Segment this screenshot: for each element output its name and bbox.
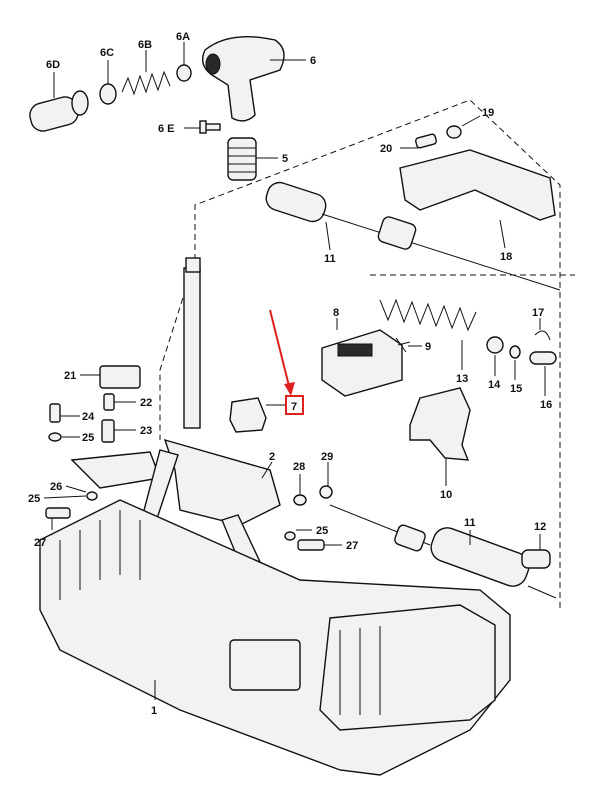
part-6d xyxy=(29,90,89,132)
label-24: 24 xyxy=(82,411,95,423)
label-25a: 25 xyxy=(82,432,94,444)
label-17: 17 xyxy=(532,307,544,319)
part-19-washer xyxy=(446,125,462,139)
label-6a: 6A xyxy=(176,31,190,43)
part-23-spacer xyxy=(101,419,115,443)
label-6b: 6B xyxy=(138,39,152,51)
label-15: 15 xyxy=(510,383,522,395)
part-20-bolt xyxy=(415,133,437,149)
part-9-screw xyxy=(395,337,411,353)
part-10-detent-plate xyxy=(409,387,471,461)
part-18-bracket xyxy=(399,149,556,221)
part-2-mechanism xyxy=(163,438,281,526)
label-1: 1 xyxy=(151,705,157,717)
part-6e-screw xyxy=(199,120,221,134)
label-8: 8 xyxy=(333,307,339,319)
label-7: 7 xyxy=(291,401,297,413)
highlight-annotation xyxy=(269,309,304,415)
part-labels: 6D 6C 6B 6A 6 6 E 5 19 20 11 18 8 9 17 1… xyxy=(28,31,552,717)
label-6c: 6C xyxy=(100,47,114,59)
part-6a xyxy=(176,64,192,82)
label-10: 10 xyxy=(440,489,452,501)
label-27b: 27 xyxy=(346,540,358,552)
part-15-washer xyxy=(509,345,521,359)
label-21: 21 xyxy=(64,370,76,382)
label-2: 2 xyxy=(269,451,275,463)
label-26: 26 xyxy=(50,481,62,493)
part-28-washer xyxy=(293,494,307,506)
label-6d: 6D xyxy=(46,59,60,71)
assembly-outline xyxy=(159,99,575,610)
highlight-box xyxy=(285,395,304,415)
part-11-upper-rod xyxy=(265,181,561,291)
part-11-lower-rod xyxy=(329,504,557,599)
label-11b: 11 xyxy=(464,517,476,529)
label-13: 13 xyxy=(456,373,468,385)
label-5: 5 xyxy=(282,153,288,165)
label-16: 16 xyxy=(540,399,552,411)
part-27a-bolt xyxy=(45,507,71,519)
label-6e: 6 E xyxy=(158,123,175,135)
label-25b: 25 xyxy=(28,493,40,505)
label-6: 6 xyxy=(310,55,316,67)
part-22-pin xyxy=(103,393,115,411)
part-5-boot xyxy=(227,137,257,181)
part-27b-bolt xyxy=(297,539,325,551)
part-6c xyxy=(99,83,117,105)
highlight-arrowhead xyxy=(284,382,295,396)
shift-lever-shaft xyxy=(183,257,201,429)
label-28: 28 xyxy=(293,461,305,473)
label-20: 20 xyxy=(380,143,392,155)
label-27a: 27 xyxy=(34,537,46,549)
part-17-clip xyxy=(534,330,551,341)
label-18: 18 xyxy=(500,251,512,263)
label-29: 29 xyxy=(321,451,333,463)
part-7-clamp xyxy=(229,397,267,433)
part-25b-washer xyxy=(86,491,98,501)
part-8-switch xyxy=(321,329,403,397)
label-19: 19 xyxy=(482,107,494,119)
label-12: 12 xyxy=(534,521,546,533)
part-29-nut xyxy=(319,485,333,499)
part-25a-washer xyxy=(48,432,62,442)
label-14: 14 xyxy=(488,379,501,391)
part-6-shift-knob xyxy=(202,35,285,122)
part-13-spring xyxy=(379,298,477,332)
part-21-bracket xyxy=(99,365,141,389)
part-14-nut xyxy=(486,336,504,354)
label-11a: 11 xyxy=(324,253,336,265)
label-23: 23 xyxy=(140,425,152,437)
part-1-housing xyxy=(39,499,511,776)
leader-lines xyxy=(43,42,546,700)
part-16-pin xyxy=(529,351,557,365)
label-22: 22 xyxy=(140,397,152,409)
part-26-plate xyxy=(70,451,161,489)
label-25c: 25 xyxy=(316,525,328,537)
part-25c-washer xyxy=(284,531,296,541)
part-6b xyxy=(121,70,171,96)
part-24-screw xyxy=(49,403,61,423)
label-9: 9 xyxy=(425,341,431,353)
part-12-bushing xyxy=(521,549,551,569)
